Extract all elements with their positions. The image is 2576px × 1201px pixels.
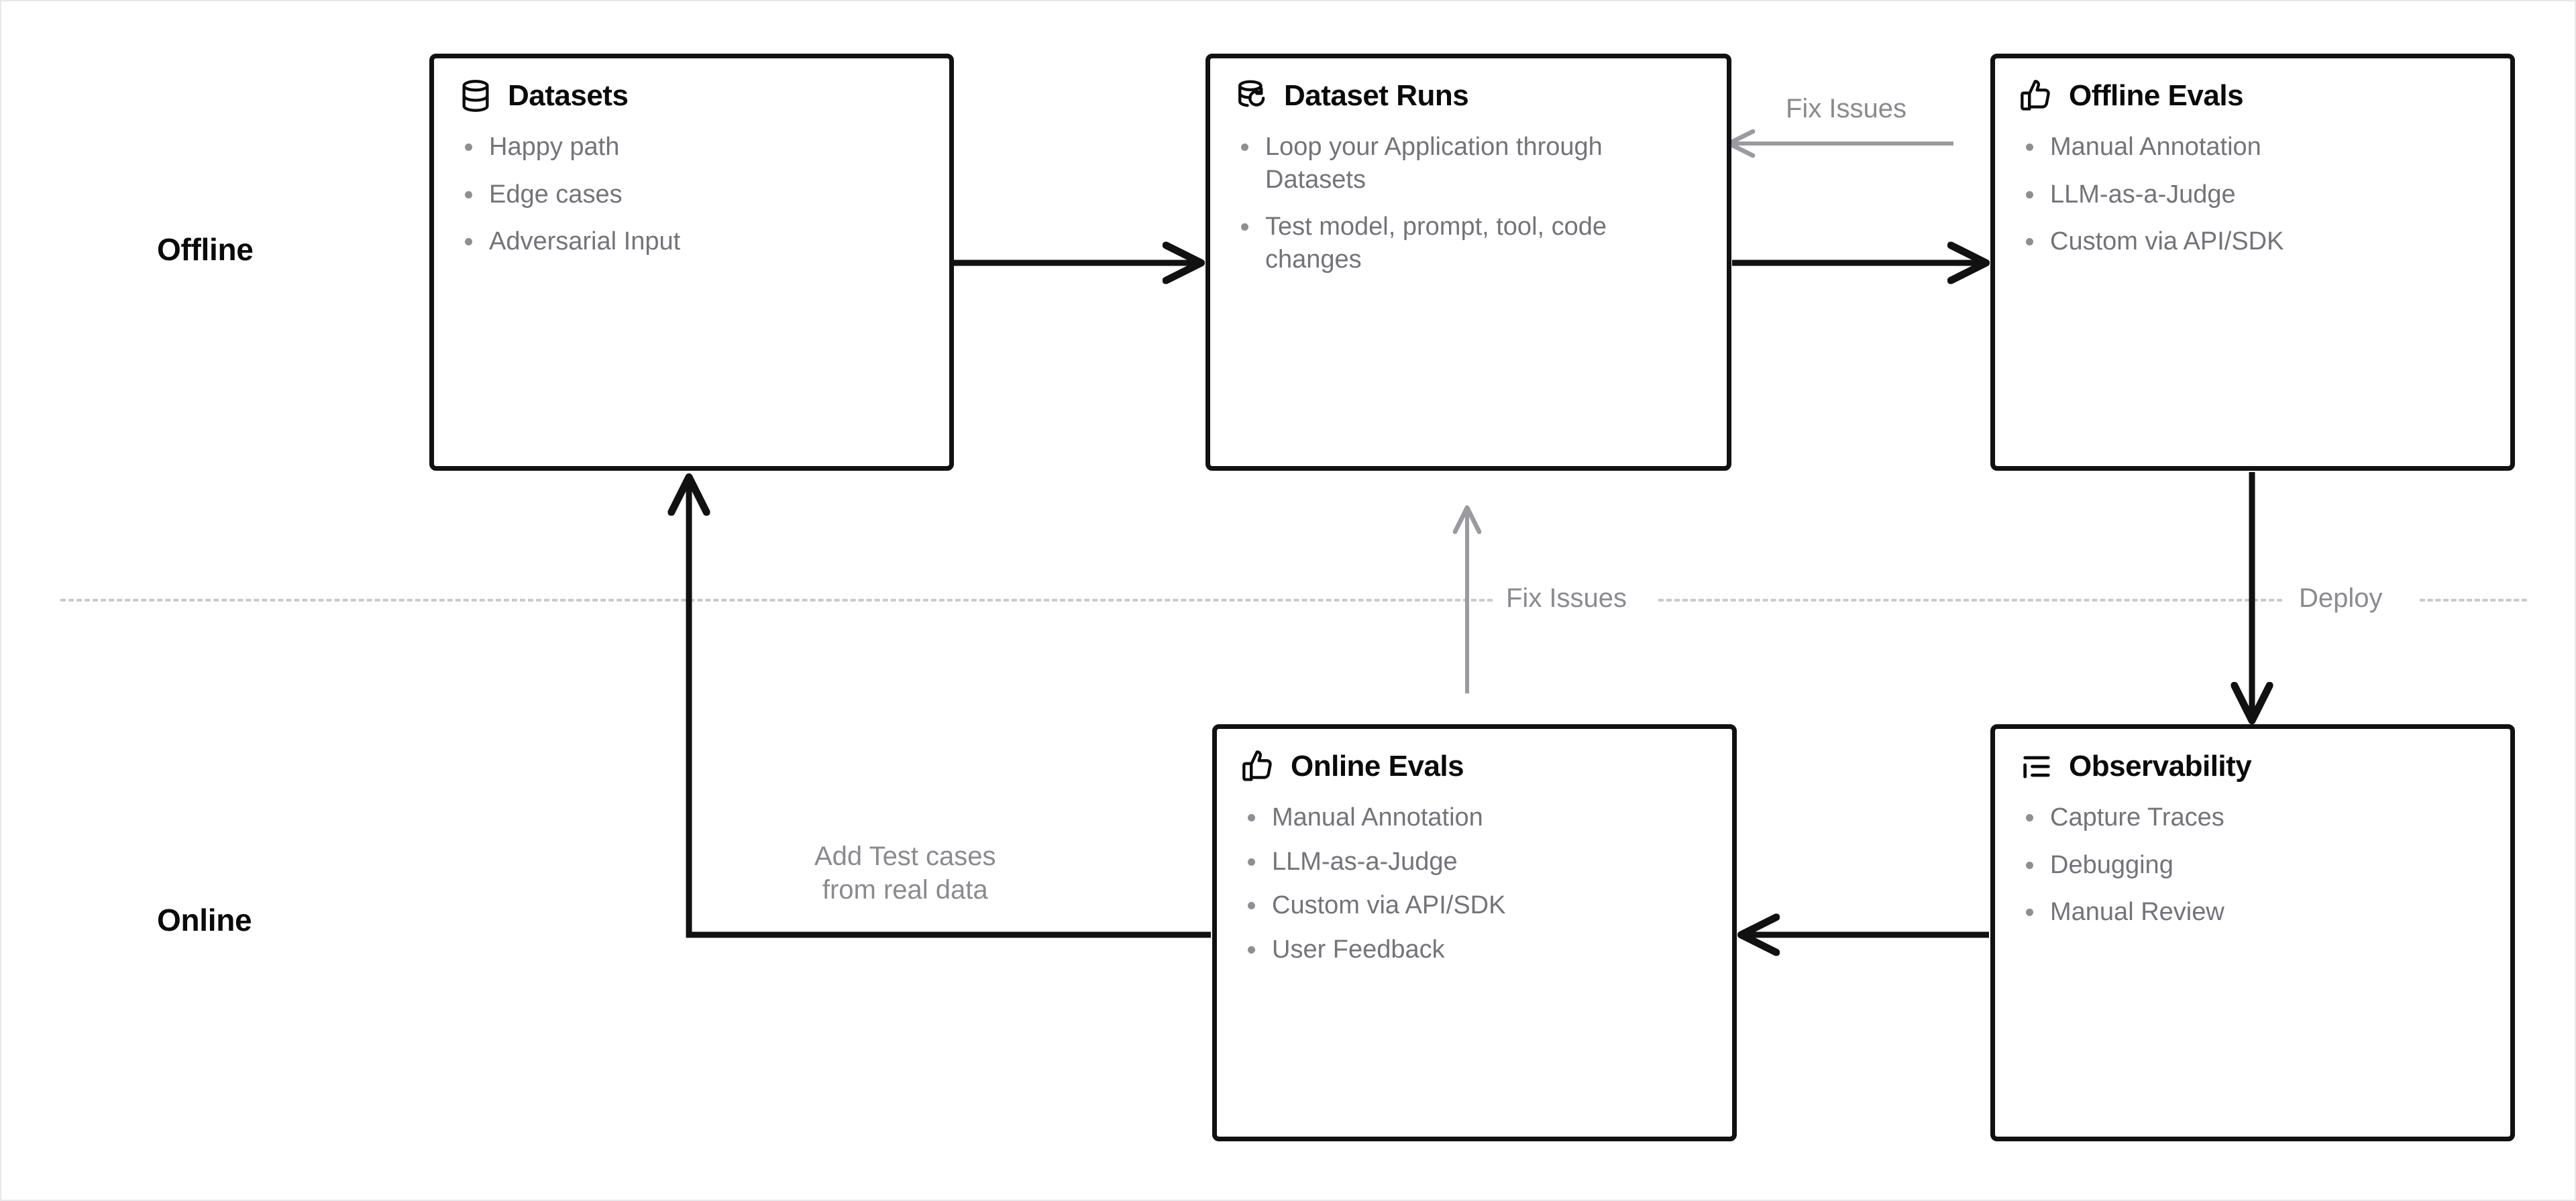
list-item: Custom via API/SDK — [1241, 889, 1708, 922]
thumbs-up-icon — [2019, 78, 2054, 113]
list-item: Custom via API/SDK — [2019, 225, 2486, 258]
list-item: LLM-as-a-Judge — [2019, 178, 2486, 211]
database-backup-icon — [1234, 78, 1269, 113]
node-datasets-header: Datasets — [458, 78, 925, 113]
divider-label-deploy: Deploy — [2299, 583, 2383, 613]
node-online-evals-title: Online Evals — [1291, 750, 1464, 783]
lane-divider-right — [2420, 599, 2527, 602]
node-offline-evals[interactable]: Offline Evals Manual Annotation LLM-as-a… — [1990, 54, 2515, 471]
lane-divider-left — [60, 599, 1493, 602]
list-item: Debugging — [2019, 849, 2486, 882]
list-item: Capture Traces — [2019, 801, 2486, 834]
thumbs-up-icon — [1241, 749, 1276, 784]
node-online-evals[interactable]: Online Evals Manual Annotation LLM-as-a-… — [1212, 724, 1737, 1141]
list-item: Manual Annotation — [2019, 131, 2486, 164]
database-icon — [458, 78, 493, 113]
edge-label-add-test-cases-line2: from real data — [822, 875, 988, 905]
lane-label-online: Online — [157, 903, 252, 937]
list-item: Loop your Application through Datasets — [1234, 131, 1703, 196]
node-datasets-title: Datasets — [508, 79, 629, 112]
list-item: Manual Review — [2019, 896, 2486, 929]
list-item: Test model, prompt, tool, code changes — [1234, 211, 1703, 276]
node-observability-title: Observability — [2069, 750, 2252, 783]
edge-label-add-test-cases-line1: Add Test cases — [814, 842, 996, 871]
node-offline-evals-title: Offline Evals — [2069, 79, 2244, 112]
list-tree-icon — [2019, 749, 2054, 784]
list-item: LLM-as-a-Judge — [1241, 846, 1708, 878]
node-offline-evals-header: Offline Evals — [2019, 78, 2486, 113]
list-item: User Feedback — [1241, 933, 1708, 966]
node-dataset-runs-header: Dataset Runs — [1234, 78, 1703, 113]
node-dataset-runs[interactable]: Dataset Runs Loop your Application throu… — [1205, 54, 1731, 471]
node-observability-header: Observability — [2019, 749, 2486, 784]
node-datasets[interactable]: Datasets Happy path Edge cases Adversari… — [429, 54, 954, 471]
node-dataset-runs-title: Dataset Runs — [1284, 79, 1469, 112]
lane-divider-middle — [1658, 599, 2282, 602]
node-observability[interactable]: Observability Capture Traces Debugging M… — [1990, 724, 2515, 1141]
node-datasets-list: Happy path Edge cases Adversarial Input — [458, 131, 925, 258]
node-online-evals-list: Manual Annotation LLM-as-a-Judge Custom … — [1241, 801, 1708, 966]
edge-label-fix-issues-top: Fix Issues — [1786, 94, 1907, 123]
list-item: Happy path — [458, 131, 925, 164]
divider-label-fix-issues: Fix Issues — [1506, 583, 1627, 613]
node-observability-list: Capture Traces Debugging Manual Review — [2019, 801, 2486, 929]
node-online-evals-header: Online Evals — [1241, 749, 1708, 784]
node-offline-evals-list: Manual Annotation LLM-as-a-Judge Custom … — [2019, 131, 2486, 258]
node-dataset-runs-list: Loop your Application through Datasets T… — [1234, 131, 1703, 276]
lane-label-offline: Offline — [157, 232, 254, 267]
edge-label-add-test-cases: Add Test cases from real data — [814, 840, 996, 907]
list-item: Adversarial Input — [458, 225, 925, 258]
list-item: Manual Annotation — [1241, 801, 1708, 834]
list-item: Edge cases — [458, 178, 925, 211]
